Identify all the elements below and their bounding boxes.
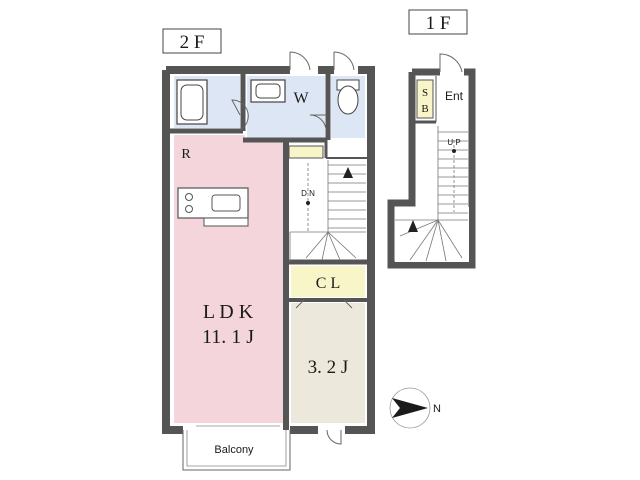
bathtub-icon (176, 79, 208, 125)
balcony-label: Balcony (214, 444, 254, 456)
balcony-area (182, 430, 291, 471)
stairs-up-dot (452, 149, 456, 153)
compass-north-label: N (433, 403, 441, 415)
shoe-box-s-label: S (422, 87, 428, 99)
refrigerator-label: R (181, 147, 191, 162)
shoe-box (416, 79, 434, 119)
second-floor: W R L D K 11. 1 J (162, 51, 375, 471)
floor-label-1f-text: 1 F (426, 13, 451, 34)
entrance-label: Ent (445, 89, 464, 103)
closet-label: C L (316, 275, 340, 292)
second-floor-doors (196, 51, 355, 445)
sink-icon (250, 79, 286, 103)
floor-label-2f: 2 F (162, 28, 222, 54)
ldk-name-label: L D K (203, 301, 254, 323)
stairs-down-dot (306, 201, 310, 205)
floor-label-1f: 1 F (408, 9, 468, 35)
kitchen-stove-icon (177, 187, 249, 227)
second-floor-stairs (289, 160, 366, 262)
stairs-up-label: U P (447, 138, 460, 147)
ldk-size-label: 11. 1 J (202, 326, 254, 348)
washroom-label: W (293, 90, 309, 107)
ldk-room (174, 135, 283, 423)
stairs-arrow-1f (408, 220, 418, 232)
hall-yellow-strip (288, 145, 324, 159)
first-floor-outer-wall (387, 68, 476, 269)
second-floor-inner-walls (170, 73, 368, 430)
toilet-icon (336, 79, 360, 115)
closet-room (291, 266, 365, 297)
floor-label-2f-text: 2 F (180, 32, 205, 53)
shoe-box-b-label: B (421, 103, 428, 115)
compass-icon: N (389, 387, 441, 429)
stairs-arrow-2f (343, 167, 353, 178)
first-floor: S B Ent U P (387, 53, 476, 269)
entrance-door (439, 53, 463, 73)
second-floor-outer-wall (162, 66, 375, 434)
bedroom-size-label: 3. 2 J (308, 357, 349, 378)
bedroom-room (291, 303, 365, 423)
stairs-down-label: D N (301, 189, 315, 198)
